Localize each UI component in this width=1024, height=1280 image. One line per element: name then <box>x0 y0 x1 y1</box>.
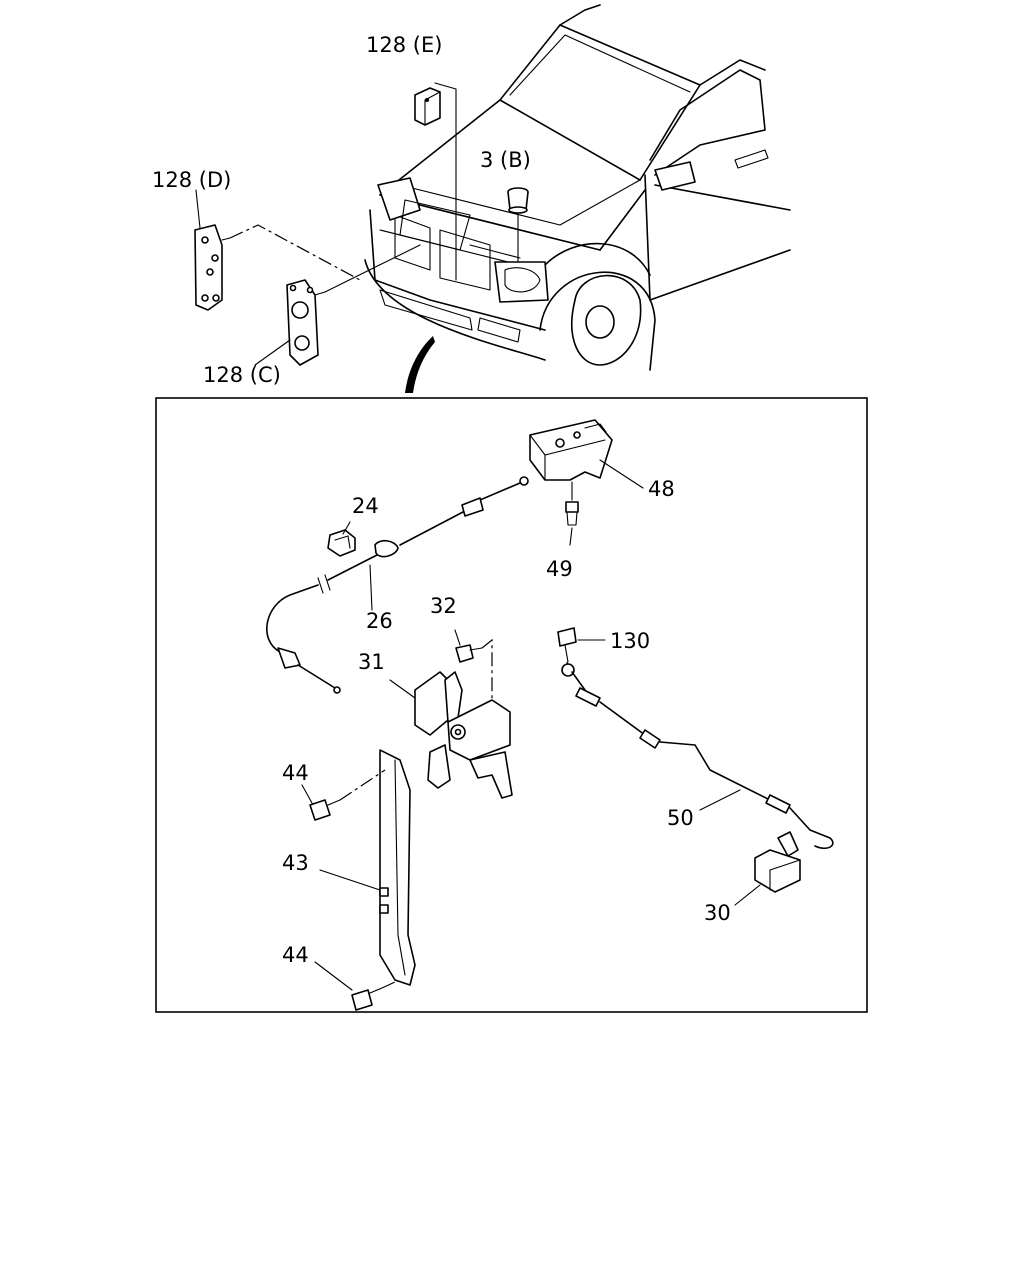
leader-lines <box>195 189 644 489</box>
part-49-screw <box>565 481 579 546</box>
detail-arrow <box>405 336 435 393</box>
callout-26: 26 <box>366 609 393 633</box>
hood-stopper-3b <box>507 187 529 263</box>
callout-50: 50 <box>667 806 694 830</box>
part-130-bolt <box>557 627 606 669</box>
callout-32: 32 <box>430 594 457 618</box>
callout-43: 43 <box>282 851 309 875</box>
callout-44-lower: 44 <box>282 943 309 967</box>
part-31-latch <box>389 671 513 799</box>
part-26-cable <box>266 476 529 694</box>
part-24-clip <box>327 521 356 557</box>
part-44-lower-bolt <box>314 961 396 1011</box>
callout-44-upper: 44 <box>282 761 309 785</box>
part-50-rod <box>561 663 834 850</box>
bracket-128d <box>194 224 361 311</box>
callout-30: 30 <box>704 901 731 925</box>
callout-128e: 128 (E) <box>366 33 442 57</box>
detail-frame <box>155 397 868 1013</box>
vehicle-front-view <box>364 4 791 371</box>
callout-24: 24 <box>352 494 379 518</box>
part-44-upper-bolt <box>301 769 386 821</box>
callout-49: 49 <box>546 557 573 581</box>
clip-128e <box>414 82 457 281</box>
part-43-stay <box>319 749 416 986</box>
callout-128c: 128 (C) <box>203 363 281 387</box>
callout-3b: 3 (B) <box>480 148 531 172</box>
callout-31: 31 <box>358 650 385 674</box>
part-30-clip <box>734 831 801 906</box>
callout-128d: 128 (D) <box>152 168 231 192</box>
part-32-bolt <box>454 629 493 720</box>
callout-48: 48 <box>648 477 675 501</box>
callout-130: 130 <box>610 629 650 653</box>
bracket-128c <box>286 244 421 366</box>
part-48-bracket <box>529 419 613 481</box>
